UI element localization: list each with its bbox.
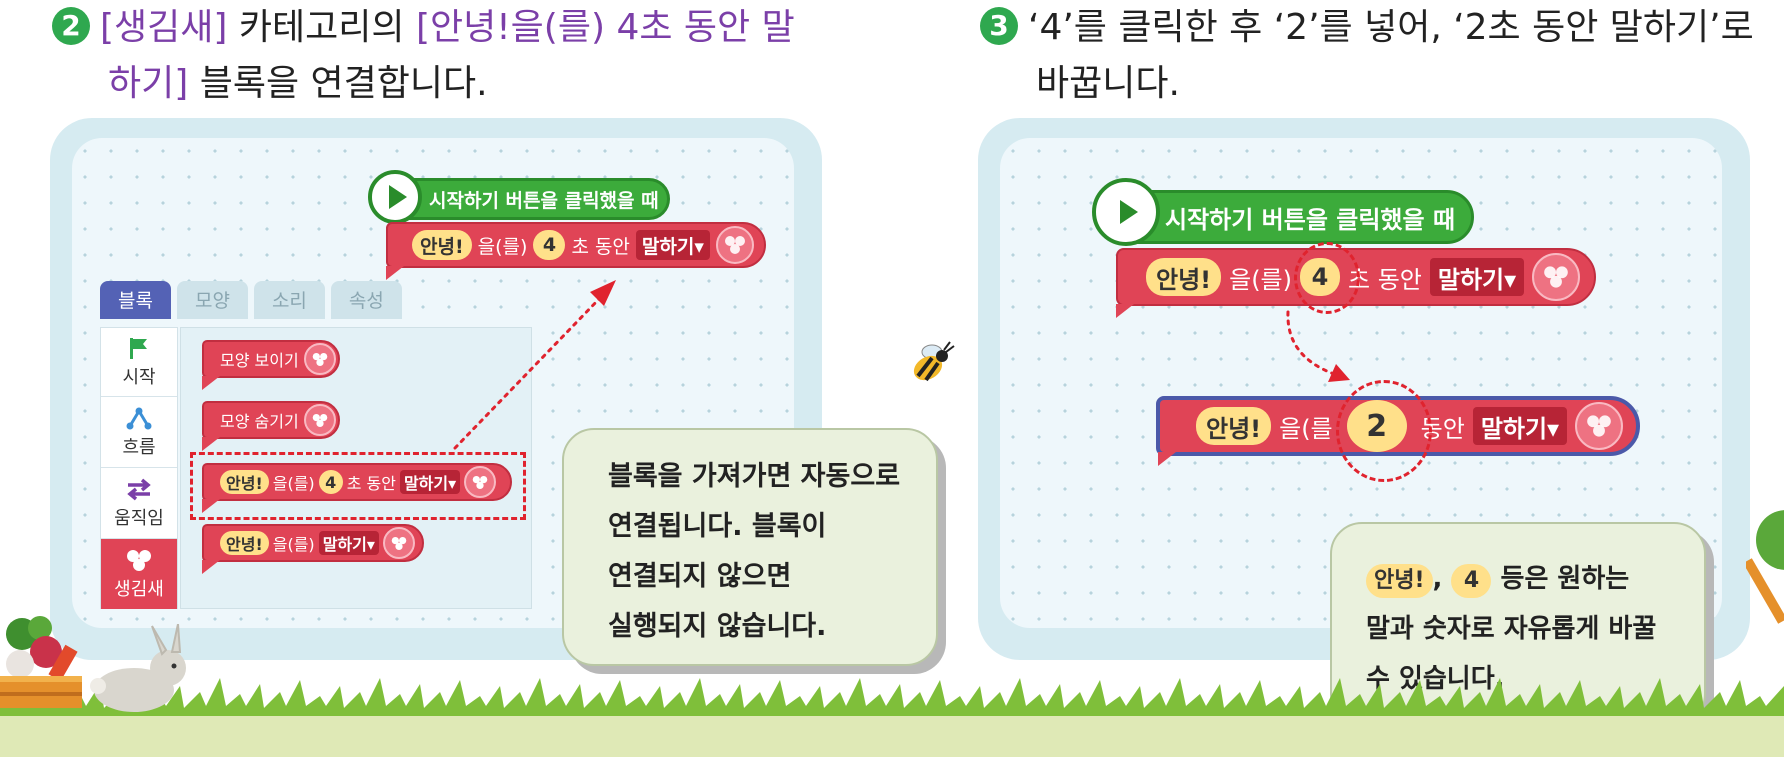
looks-category-icon xyxy=(382,527,415,559)
block-text: 을(를) xyxy=(272,474,315,493)
example-number-chip: 4 xyxy=(1451,564,1492,598)
title-text: 카테고리의 xyxy=(227,7,416,48)
note-line: 연결되지 않으면 xyxy=(608,561,792,592)
hat-block-label: 시작하기 버튼을 클릭했을 때 xyxy=(429,189,659,212)
block-text: 을(를) xyxy=(1229,265,1292,294)
text-input-pill[interactable]: 안녕! xyxy=(220,531,269,555)
category-motion[interactable]: 움직임 xyxy=(101,468,177,539)
title-text: 블록을 연결합니다. xyxy=(188,63,488,104)
looks-category-icon xyxy=(715,226,754,264)
text-input-pill[interactable]: 안녕! xyxy=(1196,407,1272,445)
palette-say-for-seconds-block[interactable]: 안녕! 을(를) 4 초 동안 말하기▾ xyxy=(202,463,512,501)
category-label: 생김새 xyxy=(114,578,164,600)
category-flow[interactable]: 흐름 xyxy=(101,397,177,468)
rabbit-icon xyxy=(90,624,186,712)
vegetable-crate-icon xyxy=(0,616,82,708)
mode-dropdown[interactable]: 말하기▾ xyxy=(399,470,461,494)
palette-tabs: 블록 모양 소리 속성 xyxy=(100,281,402,319)
grass-decoration xyxy=(0,678,1784,716)
highlight-dashed-circle xyxy=(1336,380,1432,482)
looks-category-icon xyxy=(304,343,336,375)
edit-arrow-icon xyxy=(1286,310,1350,382)
block-text: 모양 숨기기 xyxy=(220,412,299,431)
block-text: 을(를) xyxy=(477,235,528,258)
tab-sounds[interactable]: 소리 xyxy=(253,281,325,319)
category-start[interactable]: 시작 xyxy=(101,328,177,397)
tab-properties[interactable]: 속성 xyxy=(330,281,402,319)
note-line: 수 있습니다. xyxy=(1366,664,1505,694)
hide-shape-block[interactable]: 모양 숨기기 xyxy=(202,401,340,439)
note-text: 등은 원하는 xyxy=(1500,564,1630,594)
looks-icon xyxy=(127,549,151,571)
category-label: 시작 xyxy=(122,366,156,388)
looks-category-icon xyxy=(1532,253,1581,301)
step-number-badge: 2 xyxy=(52,7,90,45)
category-name: [생김새] xyxy=(100,7,228,48)
flow-icon xyxy=(126,407,152,429)
category-looks[interactable]: 생김새 xyxy=(101,539,177,609)
note-line: 실행되지 않습니다. xyxy=(608,611,827,642)
title-text: 바꿉니다. xyxy=(1036,63,1180,104)
block-text: 초 동안 xyxy=(571,235,630,258)
number-input-pill[interactable]: 4 xyxy=(533,230,566,260)
block-name-cont: 하기] xyxy=(108,63,189,104)
play-icon xyxy=(1092,178,1160,246)
flag-icon xyxy=(130,337,147,359)
mode-dropdown[interactable]: 말하기▾ xyxy=(318,531,379,555)
block-text: 을(를 xyxy=(1279,414,1333,443)
text-input-pill[interactable]: 안녕! xyxy=(412,230,472,260)
palette-say-block[interactable]: 안녕! 을(를) 말하기▾ xyxy=(202,524,424,562)
step2-title: 2 [생김새] 카테고리의 [안녕!을(를) 4초 동안 말 하기] 블록을 연결… xyxy=(52,0,795,112)
note-line: 연결됩니다. 블록이 xyxy=(608,511,827,542)
play-icon xyxy=(368,170,422,224)
show-shape-block[interactable]: 모양 보이기 xyxy=(202,340,340,378)
looks-category-icon xyxy=(304,404,336,436)
block-text: 을(를) xyxy=(272,535,315,554)
block-text: 초 동안 xyxy=(346,474,396,493)
plant-decoration-icon xyxy=(1746,510,1784,624)
ground-strip xyxy=(0,714,1784,757)
note-line: 말과 숫자로 자유롭게 바꿀 xyxy=(1366,614,1657,644)
category-label: 움직임 xyxy=(114,507,164,529)
category-sidebar: 시작 흐름 움직임 생김새 xyxy=(100,327,178,609)
drag-arrow-icon xyxy=(453,280,616,450)
highlight-dashed-box xyxy=(190,452,526,520)
when-start-clicked-block[interactable]: 시작하기 버튼을 클릭했을 때 xyxy=(1098,190,1474,244)
bee-icon xyxy=(913,341,955,382)
example-text-chip: 안녕! xyxy=(1366,564,1433,598)
highlight-dashed-circle xyxy=(1294,242,1360,314)
note-line: 블록을 가져가면 자동으로 xyxy=(608,461,901,492)
when-start-clicked-block[interactable]: 시작하기 버튼을 클릭했을 때 xyxy=(380,178,670,220)
tab-blocks[interactable]: 블록 xyxy=(100,281,171,319)
mode-dropdown[interactable]: 말하기▾ xyxy=(1472,407,1568,445)
say-for-seconds-block[interactable]: 안녕! 을(를) 4 초 동안 말하기▾ xyxy=(1116,248,1596,306)
step-number-badge: 3 xyxy=(980,7,1018,45)
note-text: , xyxy=(1432,564,1443,594)
step3-title: 3 ‘4’를 클릭한 후 ‘2’를 넣어, ‘2초 동안 말하기’로 바꿉니다. xyxy=(980,0,1754,112)
arrows-icon xyxy=(127,478,151,500)
note-line: 안녕!, 4 등은 원하는 xyxy=(1366,554,1704,604)
say-for-seconds-block[interactable]: 안녕! 을(를) 4 초 동안 말하기▾ xyxy=(386,222,766,268)
title-text: ‘4’를 클릭한 후 ‘2’를 넣어, ‘2초 동안 말하기’로 xyxy=(1028,7,1754,48)
text-input-pill[interactable]: 안녕! xyxy=(1146,258,1222,296)
hat-block-label: 시작하기 버튼을 클릭했을 때 xyxy=(1165,205,1456,234)
category-label: 흐름 xyxy=(122,436,156,458)
editable-values-note: 안녕!, 4 등은 원하는 말과 숫자로 자유롭게 바꿀 수 있습니다. xyxy=(1330,522,1706,726)
looks-category-icon xyxy=(1575,402,1624,450)
mode-dropdown[interactable]: 말하기▾ xyxy=(1429,258,1525,296)
block-text: 모양 보이기 xyxy=(220,351,299,370)
tab-shapes[interactable]: 모양 xyxy=(176,281,248,319)
text-input-pill[interactable]: 안녕! xyxy=(220,470,269,494)
looks-category-icon xyxy=(464,466,497,498)
block-name: [안녕!을(를) 4초 동안 말 xyxy=(415,7,795,48)
auto-connect-note: 블록을 가져가면 자동으로 연결됩니다. 블록이 연결되지 않으면 실행되지 않… xyxy=(562,428,938,666)
number-input-pill[interactable]: 4 xyxy=(318,470,343,494)
mode-dropdown[interactable]: 말하기▾ xyxy=(635,230,710,260)
block-text: 초 동안 xyxy=(1348,265,1422,294)
